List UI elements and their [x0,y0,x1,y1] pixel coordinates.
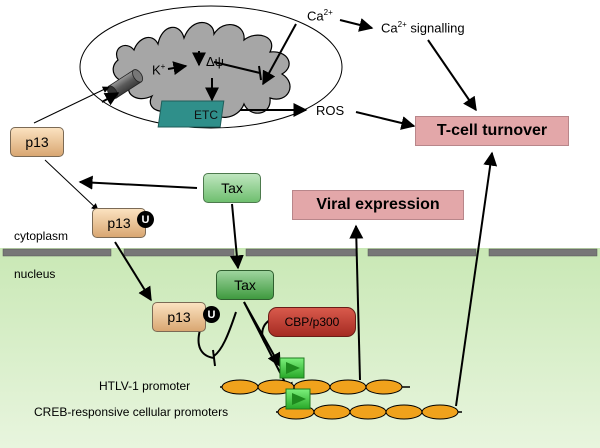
nuclear-membrane [2,248,598,257]
cytoplasm-label: cytoplasm [14,229,69,243]
inhibit-p13-promoter [197,329,215,359]
etc-label: ETC [194,108,218,122]
ca-signalling-pre: Ca [381,20,398,36]
cbp-p300-box: CBP/p300 [268,307,356,337]
tax-inhibit-curve [213,311,237,357]
arrow-ca-signal [339,18,374,32]
etc-box [157,100,225,128]
ca-label-text: Ca [307,8,324,24]
arrow-p13u-nucleus [114,241,152,302]
k-label-sup: + [160,62,166,71]
promoter-arrow-htlv [279,357,305,379]
t-cell-turnover-box: T-cell turnover [415,116,569,146]
creb-promoters-label: CREB-responsive cellular promoters [34,405,229,419]
ca-signalling-label: Ca2+ signalling [381,20,465,35]
k-label-text: K [152,62,161,78]
ubiquitin-badge-nucleus: U [203,306,220,323]
ros-label: ROS [316,103,345,118]
mitochondrion-cristae [112,21,291,119]
p13-top-box: p13 [10,127,64,157]
tax-nucleus-box: Tax [216,270,274,300]
arrow-channel-k [101,92,120,106]
inhibit-dpsi [213,61,261,74]
arrow-tax-tax [229,203,244,270]
potassium-channel [106,69,144,99]
viral-expression-box: Viral expression [292,190,464,220]
ca-signalling-post: signalling [410,20,465,36]
htlv-promoter-label: HTLV-1 promoter [99,379,191,393]
dna-htlv [220,379,410,395]
arrow-tax-left [78,175,198,190]
tax-cytoplasm-box: Tax [203,173,261,203]
arrow-p13-to-channel [33,86,110,124]
arrow-k-dpsi [167,61,188,75]
arrow-p13-p13u [44,159,99,211]
promoter-arrow-creb [285,388,311,410]
k-label: K+ [152,62,165,77]
ubiquitin-badge-cyto: U [137,211,154,228]
delta-psi-label: Δψ [206,54,224,69]
ca-signalling-sup: 2+ [397,20,407,29]
ca-label-sup: 2+ [323,8,333,17]
arrow-ros-tcell [355,111,416,130]
p13-nucleus-box: p13 [152,302,206,332]
nucleus-label: nucleus [14,267,56,281]
arrow-ca-mito [262,23,297,86]
arrow-signal-tcell [427,39,477,112]
cbp-connector [261,319,271,347]
arrow-creb-tcell [455,151,498,407]
ca-label: Ca2+ [307,8,333,23]
arrow-promoter-viral [349,224,364,381]
